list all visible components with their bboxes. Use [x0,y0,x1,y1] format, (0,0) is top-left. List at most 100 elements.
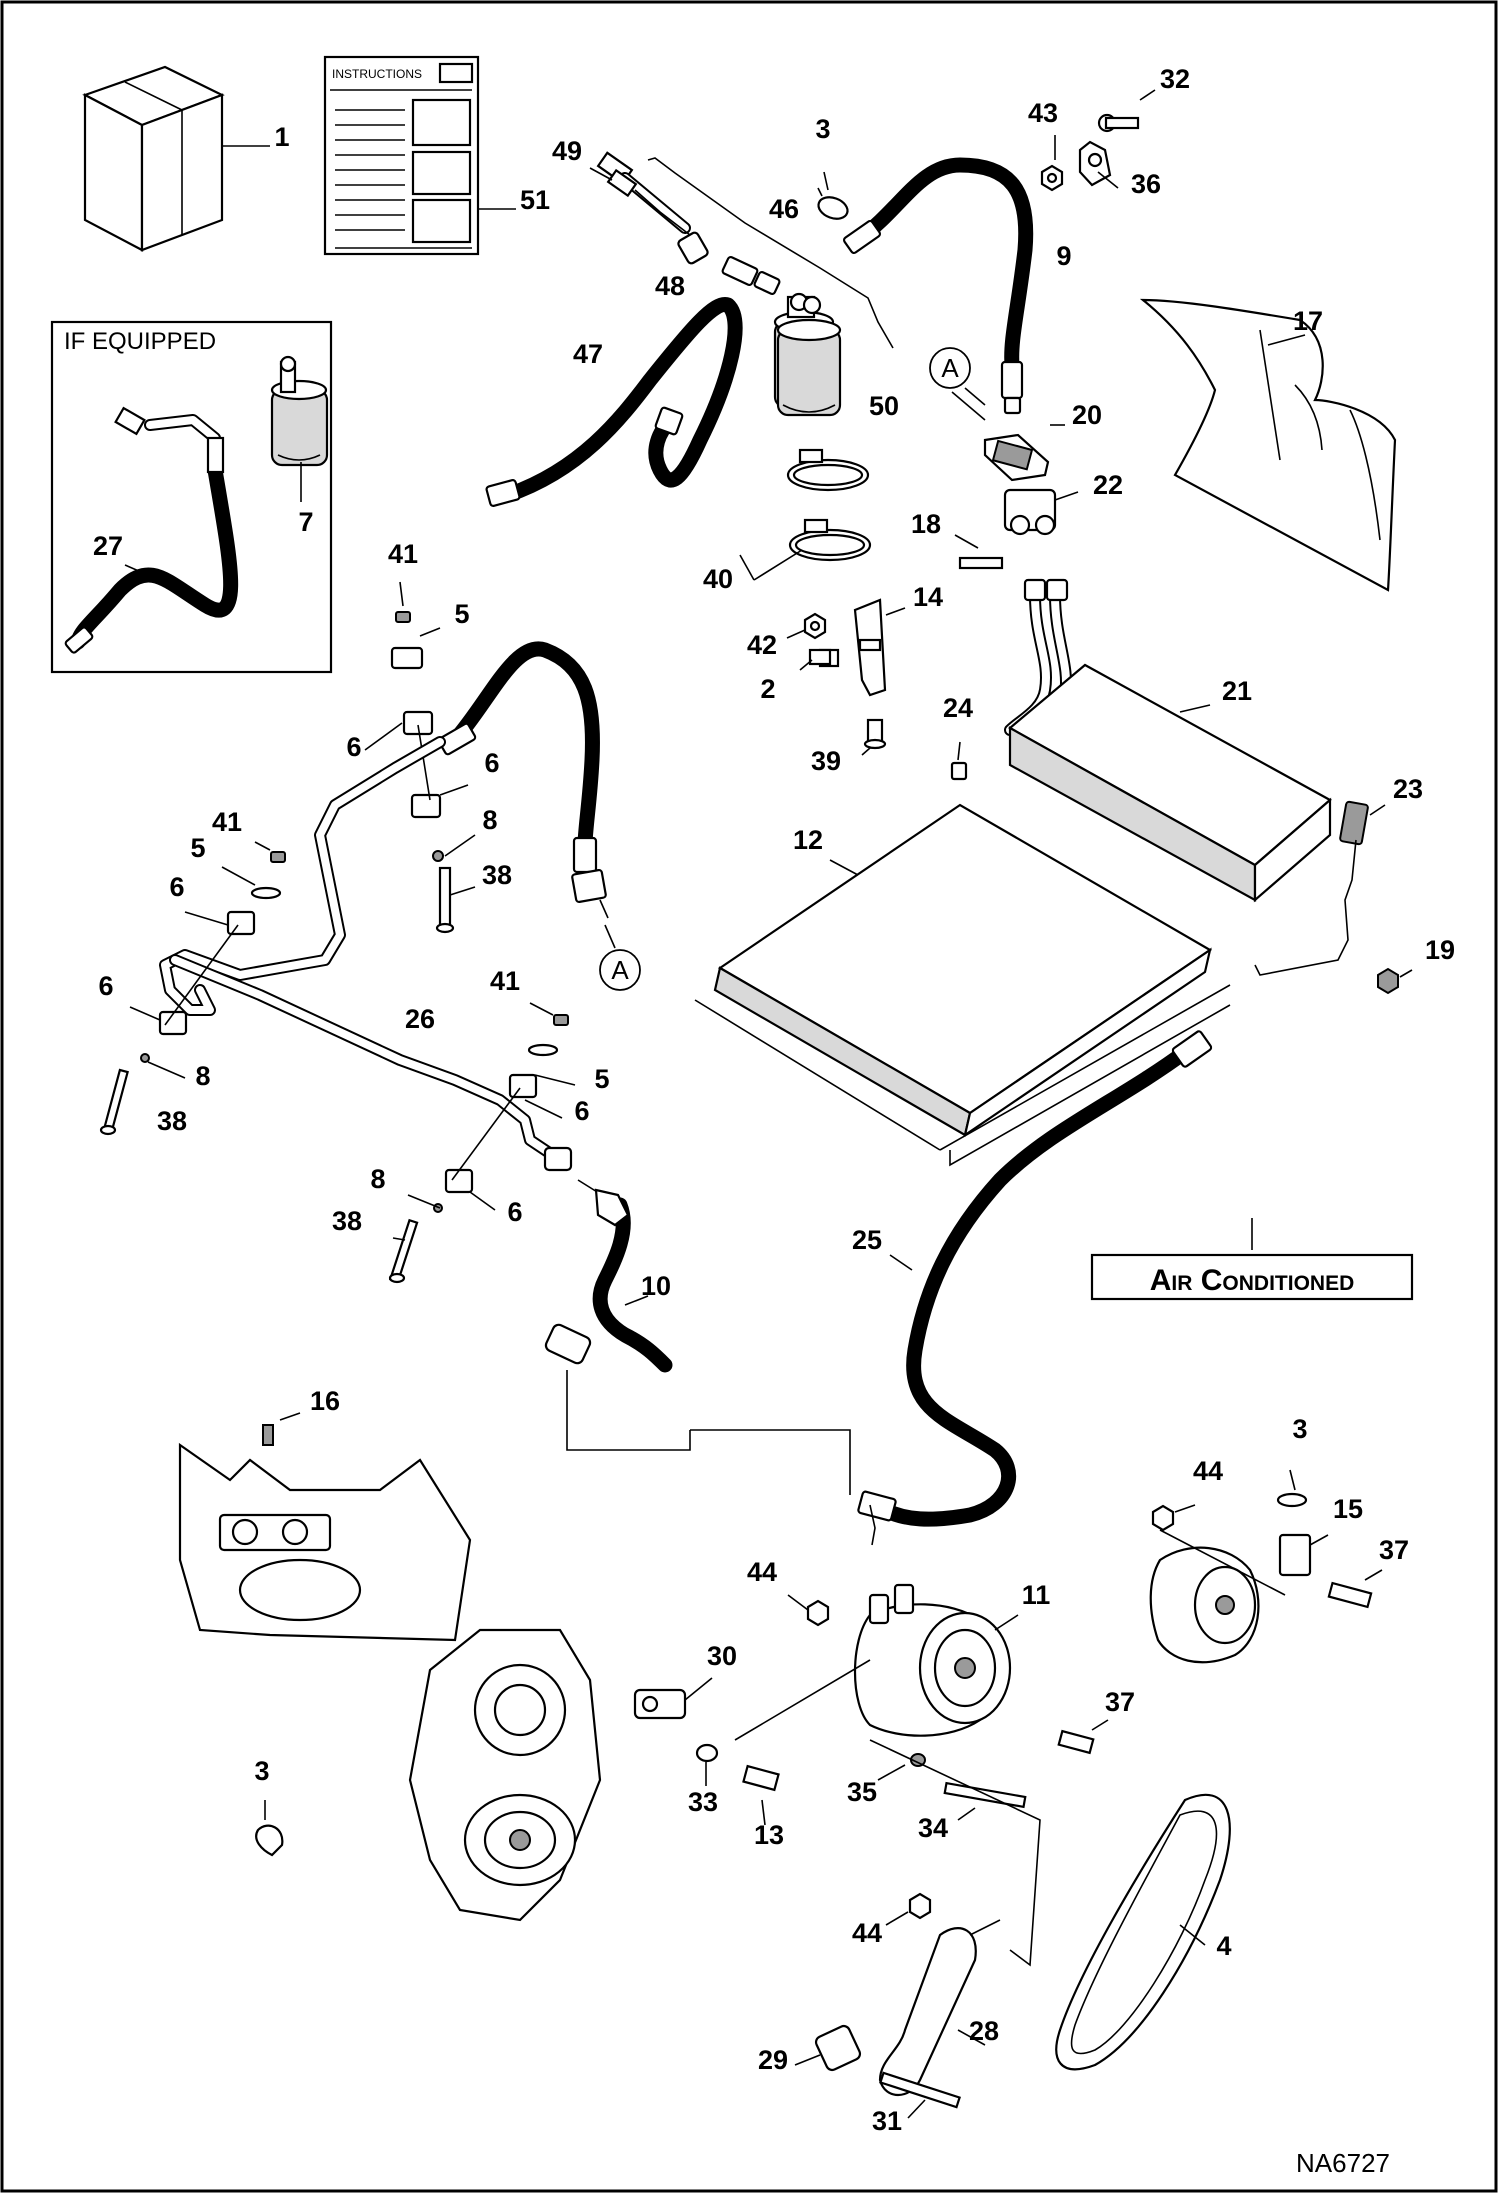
part-callout-30: 30 [707,1641,737,1671]
part-callout-37: 37 [1105,1687,1135,1717]
part-callout-38: 38 [332,1206,362,1236]
drier-50-illustration [776,318,842,417]
part-callout-6: 6 [484,748,499,778]
part-callout-25: 25 [852,1225,882,1255]
figure-id: NA6727 [1296,2148,1390,2178]
part-callout-42: 42 [747,630,777,660]
part-callout-19: 19 [1425,935,1455,965]
part-callout-11: 11 [1022,1580,1051,1610]
part-callout-6: 6 [507,1197,522,1227]
part-callout-46: 46 [769,194,799,224]
part-callout-51: 51 [520,185,550,215]
part-callout-38: 38 [157,1106,187,1136]
part-callout-39: 39 [811,746,841,776]
kit-box-illustration [82,65,225,252]
if-equipped-title: IF EQUIPPED [64,328,216,355]
part-callout-26: 26 [405,1004,435,1034]
part-callout-34: 34 [918,1813,948,1843]
condenser-12-illustration [694,803,1231,1151]
hose-47-illustration [500,297,743,503]
part-callout-27: 27 [93,531,123,561]
part-callout-6: 6 [169,872,184,902]
connector-49-illustration [606,168,691,236]
part-callout-35: 35 [847,1777,877,1807]
part-callout-8: 8 [482,805,497,835]
part-callout-5: 5 [594,1064,609,1094]
clamp-stack-right-illustration [388,1014,569,1284]
part-callout-41: 41 [490,966,520,996]
part-callout-38: 38 [482,860,512,890]
connection-marker-a-lower [599,949,641,991]
part-callout-28: 28 [969,2016,999,2046]
part-callout-22: 22 [1093,470,1123,500]
part-callout-8: 8 [195,1061,210,1091]
part-callout-12: 12 [793,825,823,855]
part-callout-5: 5 [190,833,205,863]
clamp-40-illustration [786,448,872,562]
part-callout-13: 13 [754,1820,784,1850]
part-callout-44: 44 [747,1557,777,1587]
part-callout-6: 6 [98,971,113,1001]
part-callout-18: 18 [911,509,941,539]
part-callout-29: 29 [758,2045,788,2075]
part-callout-49: 49 [552,136,582,166]
part-callout-6: 6 [346,732,361,762]
compressor-11-illustration [853,1583,1012,1737]
part-callout-2: 2 [760,674,775,704]
air-conditioned-decal [1090,1253,1414,1301]
part-callout-3: 3 [815,114,830,144]
part-callout-6: 6 [574,1096,589,1126]
callout-numbers: 1514934643323694847501772720221840144224… [93,64,1455,2136]
instructions-sheet-title: INSTRUCTIONS [332,67,422,81]
part-callout-44: 44 [1193,1456,1223,1486]
connection-marker-a-upper [929,347,971,389]
part-callout-44: 44 [852,1918,882,1948]
part-callout-50: 50 [869,391,899,421]
part-callout-43: 43 [1028,98,1058,128]
hose-25-illustration [877,1044,1193,1527]
part-callout-36: 36 [1131,169,1161,199]
part-callout-20: 20 [1072,400,1102,430]
part-callout-3: 3 [1292,1414,1307,1444]
expansion-valve-illustration [958,433,1057,570]
part-callout-31: 31 [872,2106,902,2136]
part-callout-32: 32 [1160,64,1190,94]
part-callout-47: 47 [573,339,603,369]
connection-marker-label: A [941,353,959,383]
bolt-clip-illustration [1040,113,1140,192]
part-callout-3: 3 [254,1756,269,1786]
part-callout-5: 5 [454,599,469,629]
part-callout-1: 1 [274,122,289,152]
part-callout-10: 10 [641,1271,671,1301]
compressor-detail-illustration [1149,1492,1312,1664]
belt-4-illustration [1055,1793,1231,2071]
part-callout-21: 21 [1222,676,1252,706]
hose-10-illustration [592,1197,673,1373]
hose-9-illustration [852,157,1034,373]
part-callout-41: 41 [212,807,242,837]
engine-illustration [408,1628,602,1922]
switch-panel-16-illustration [178,1424,472,1642]
part-callout-14: 14 [913,582,943,612]
clamp-stack-left-illustration [99,851,286,1136]
cover-panel-illustration [1139,298,1397,592]
instructions-sheet-illustration: INSTRUCTIONS [323,55,480,256]
part-callout-24: 24 [943,693,973,723]
part-callout-37: 37 [1379,1535,1409,1565]
part-callout-48: 48 [655,271,685,301]
part-callout-40: 40 [703,564,733,594]
part-callout-41: 41 [388,539,418,569]
part-callout-15: 15 [1333,1494,1363,1524]
connection-marker-label: A [611,955,629,985]
part-callout-4: 4 [1216,1931,1231,1961]
part-callout-33: 33 [688,1787,718,1817]
if-equipped-box: IF EQUIPPED [50,320,333,674]
air-conditioned-text: Air Conditioned [1150,1264,1355,1297]
upper-hose-illustration [447,641,600,853]
sensor-23-illustration [1254,800,1369,976]
bracket-14-illustration [818,598,887,697]
part-callout-9: 9 [1056,241,1071,271]
part-callout-8: 8 [370,1164,385,1194]
